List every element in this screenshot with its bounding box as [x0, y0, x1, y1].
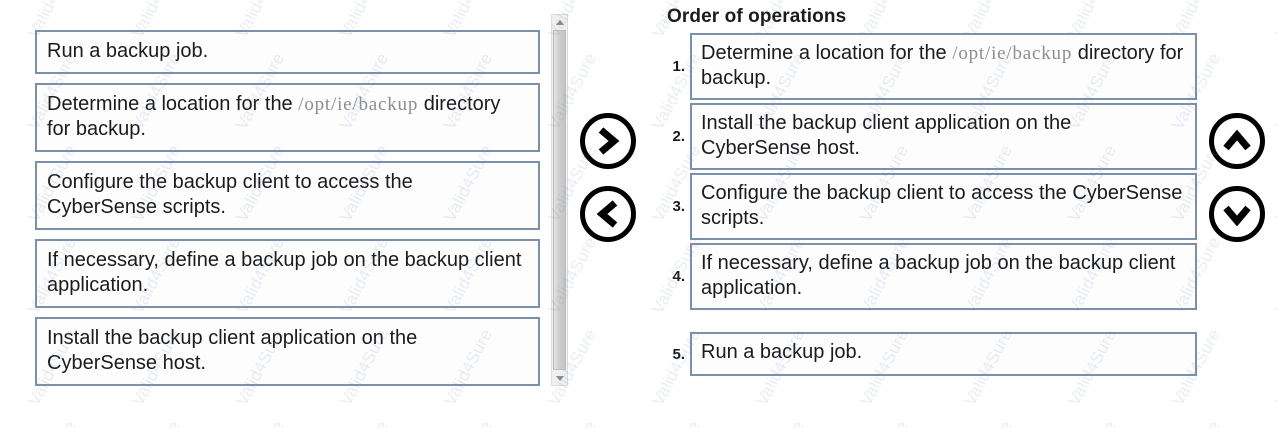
- ordered-text-2a: Install the backup client application on…: [701, 112, 1072, 159]
- move-right-button[interactable]: [580, 113, 636, 169]
- move-up-button[interactable]: [1209, 113, 1265, 169]
- chevron-up-icon: [1222, 129, 1252, 153]
- chevron-left-icon: [596, 199, 620, 229]
- ordered-row-5[interactable]: 5. Run a backup job.: [662, 332, 1197, 376]
- ordered-code-1: /opt/ie/backup: [952, 43, 1073, 64]
- order-of-operations-panel: Order of operations 1. Determine a locat…: [662, 6, 1197, 379]
- ordered-number-5: 5.: [672, 345, 685, 363]
- order-of-operations-title: Order of operations: [667, 6, 847, 27]
- option-text-2b: directory for backup.: [47, 93, 501, 140]
- ordered-row-4[interactable]: 4. If necessary, define a backup job on …: [662, 243, 1197, 310]
- ordered-row-3[interactable]: 3. Configure the backup client to access…: [662, 173, 1197, 240]
- ordered-row-2[interactable]: 2. Install the backup client application…: [662, 103, 1197, 170]
- option-text-3a: Configure the backup client to access th…: [47, 171, 413, 218]
- ordered-text-1b: directory for backup.: [701, 42, 1184, 89]
- scroll-up-arrow-icon[interactable]: [552, 15, 567, 29]
- ordered-row-1[interactable]: 1. Determine a location for the /opt/ie/…: [662, 33, 1197, 100]
- option-text-4a: If necessary, define a backup job on the…: [47, 249, 522, 296]
- option-text-1a: Run a backup job.: [47, 40, 209, 62]
- ordered-box-4[interactable]: If necessary, define a backup job on the…: [690, 243, 1197, 310]
- move-down-button[interactable]: [1209, 186, 1265, 242]
- available-options-list: Run a backup job. Determine a location f…: [35, 30, 540, 386]
- chevron-right-icon: [596, 126, 620, 156]
- ordered-number-4: 4.: [672, 268, 685, 285]
- ordered-box-1[interactable]: Determine a location for the /opt/ie/bac…: [690, 33, 1197, 100]
- scrollbar-thumb[interactable]: [553, 30, 566, 370]
- ordered-box-3[interactable]: Configure the backup client to access th…: [690, 173, 1197, 240]
- option-box-5[interactable]: Install the backup client application on…: [35, 317, 540, 386]
- option-text-2a: Determine a location for the: [47, 93, 299, 115]
- scroll-down-arrow-icon[interactable]: [552, 371, 567, 385]
- option-box-2[interactable]: Determine a location for the /opt/ie/bac…: [35, 83, 540, 152]
- option-code-2: /opt/ie/backup: [298, 94, 419, 115]
- option-box-4[interactable]: If necessary, define a backup job on the…: [35, 239, 540, 308]
- option-box-1[interactable]: Run a backup job.: [35, 30, 540, 74]
- ordered-number-2: 2.: [672, 128, 685, 145]
- left-list-scrollbar[interactable]: [551, 14, 568, 386]
- move-left-button[interactable]: [580, 186, 636, 242]
- ordered-text-4a: If necessary, define a backup job on the…: [701, 252, 1176, 299]
- ordered-text-3a: Configure the backup client to access th…: [701, 182, 1183, 229]
- chevron-down-icon: [1222, 202, 1252, 226]
- ordered-text-5a: Run a backup job.: [701, 341, 863, 363]
- ordered-number-1: 1.: [672, 58, 685, 75]
- option-box-3[interactable]: Configure the backup client to access th…: [35, 161, 540, 230]
- option-text-5a: Install the backup client application on…: [47, 327, 418, 374]
- ordered-number-3: 3.: [672, 198, 685, 215]
- ordered-box-2[interactable]: Install the backup client application on…: [690, 103, 1197, 170]
- ordered-text-1a: Determine a location for the: [701, 42, 953, 64]
- ordered-box-5[interactable]: Run a backup job.: [690, 332, 1197, 376]
